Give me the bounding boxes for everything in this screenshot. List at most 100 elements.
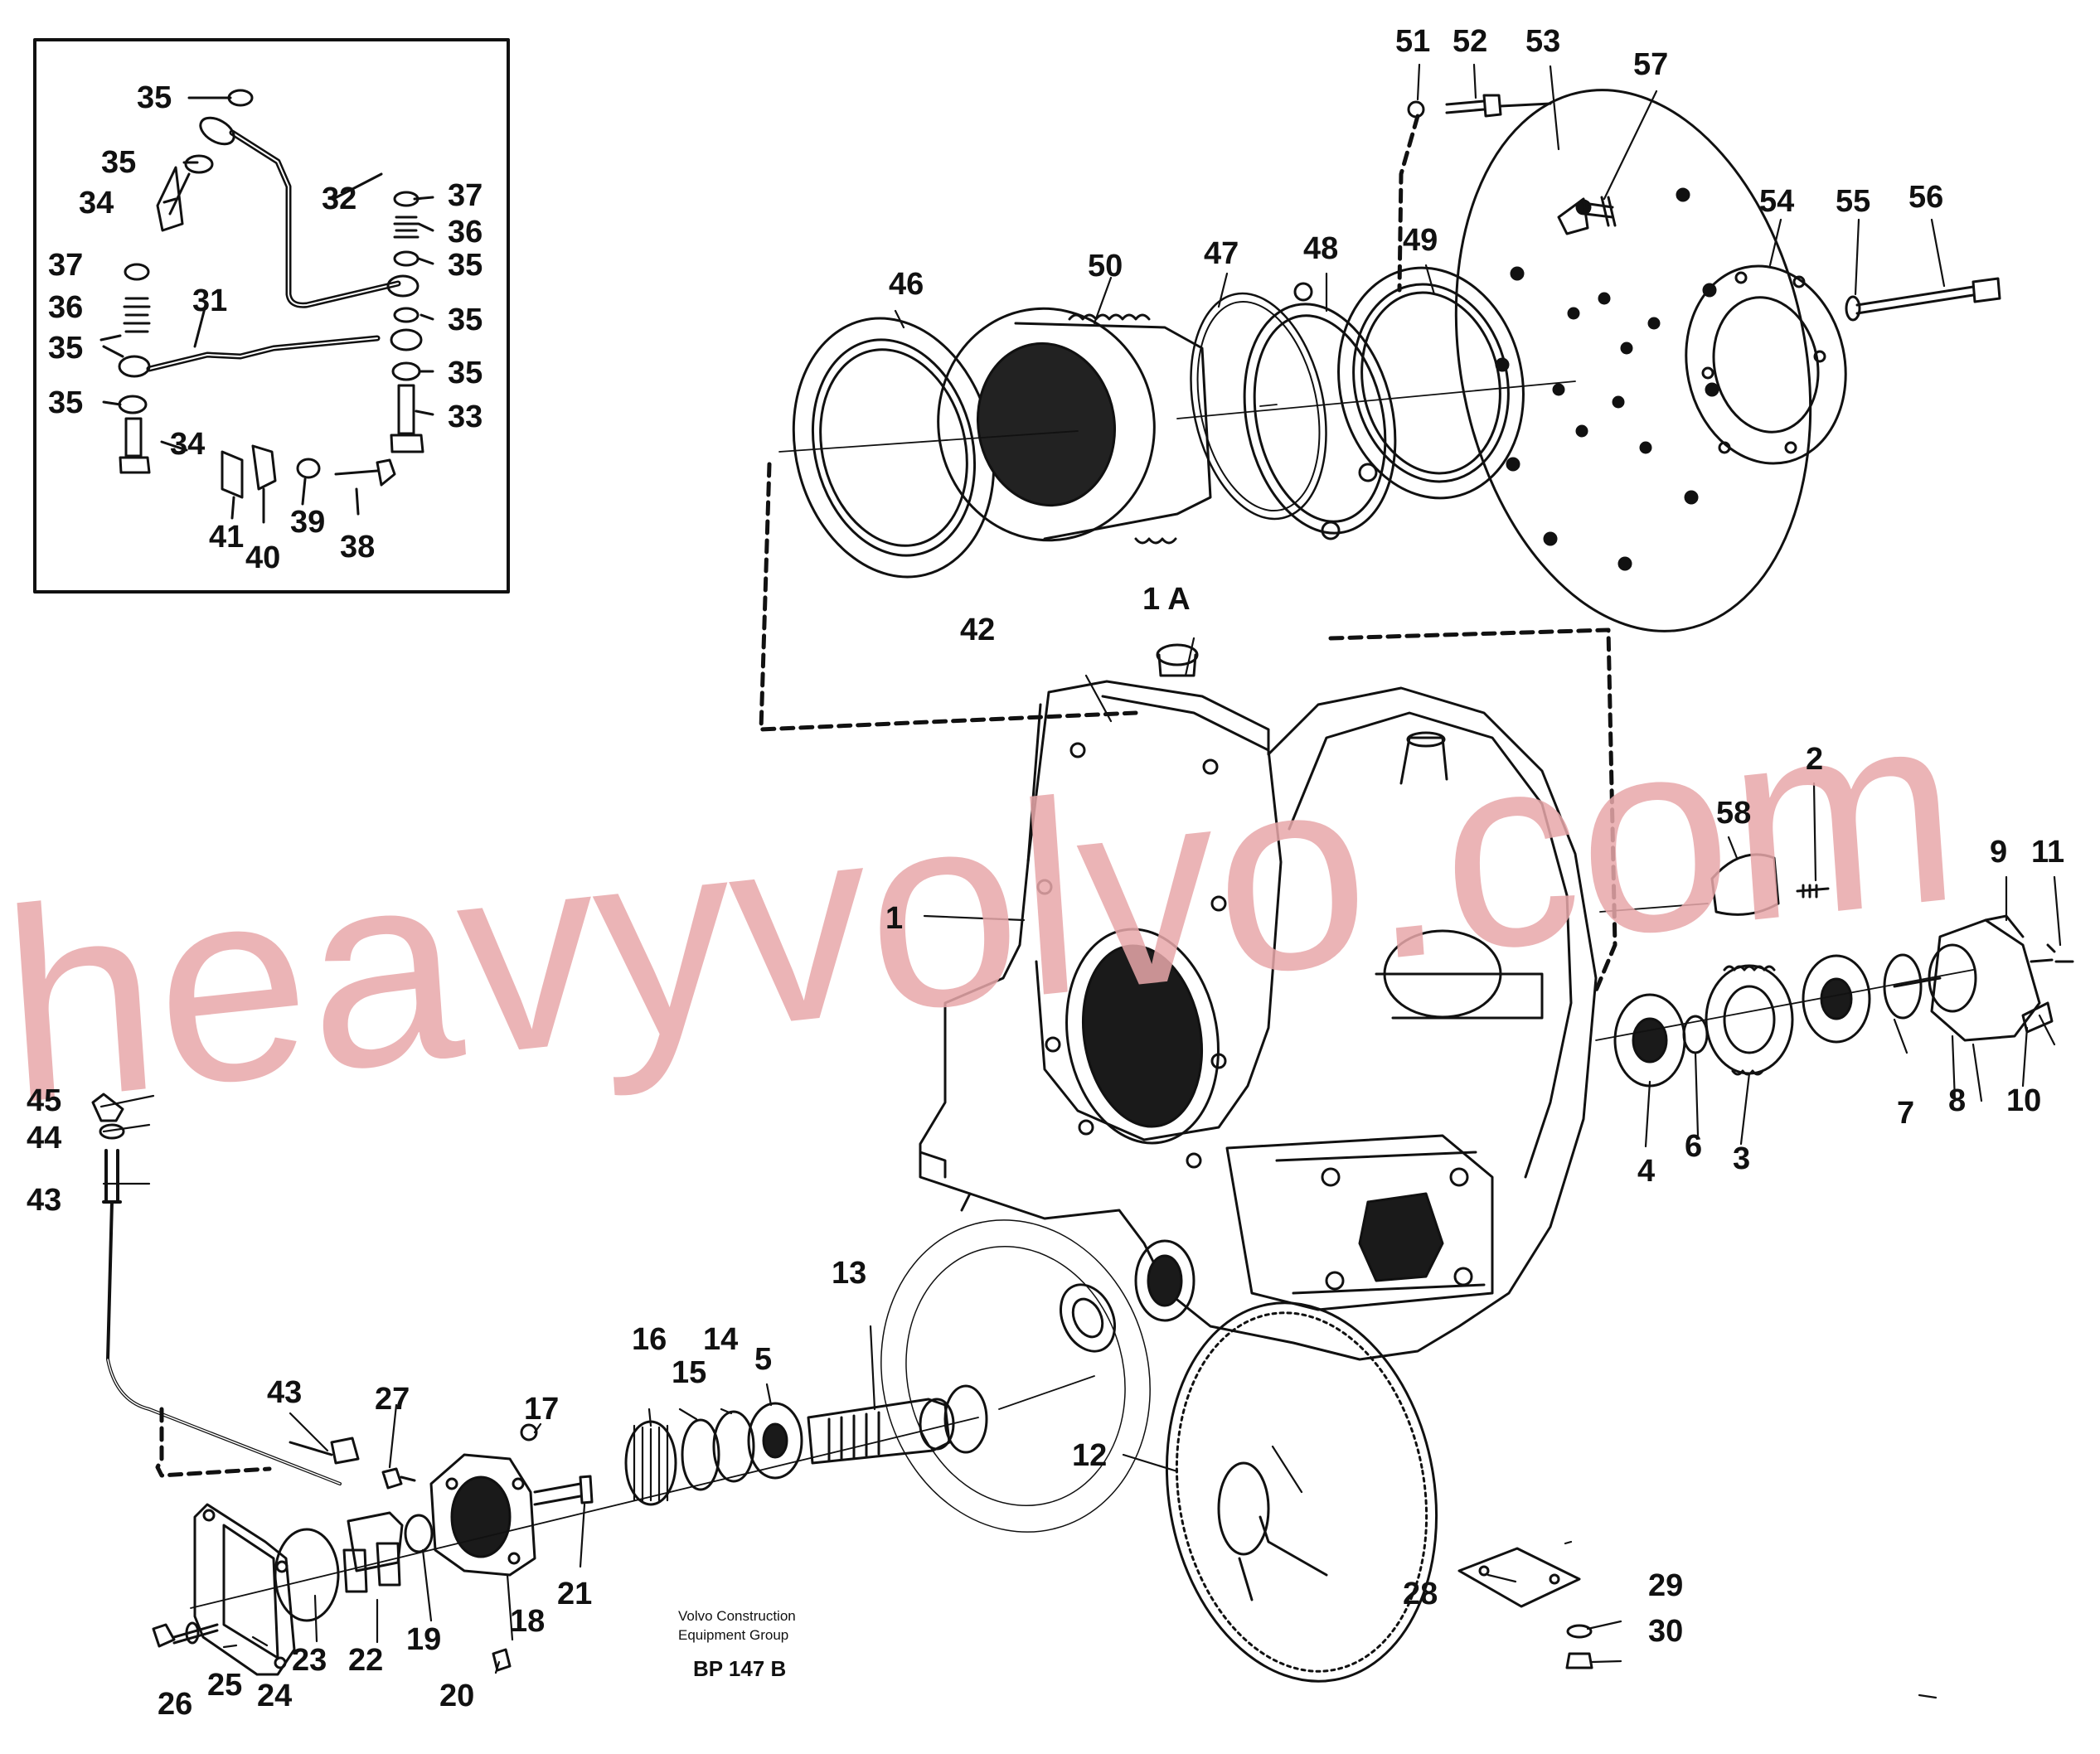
gear-12 bbox=[1165, 1301, 1438, 1683]
callout-20: 20 bbox=[439, 1679, 474, 1713]
washer-29 bbox=[1566, 1624, 1593, 1639]
cover-24 bbox=[193, 1503, 296, 1676]
screw-26 bbox=[152, 1623, 219, 1648]
callout-50: 50 bbox=[1088, 249, 1123, 283]
seal-49 bbox=[1337, 266, 1525, 500]
callout-36b: 36 bbox=[48, 290, 83, 325]
callout-7: 7 bbox=[1897, 1096, 1914, 1131]
callout-17: 17 bbox=[524, 1392, 559, 1427]
callout-6: 6 bbox=[1685, 1129, 1702, 1164]
callout-10: 10 bbox=[2006, 1083, 2041, 1118]
o-ring-47 bbox=[1190, 292, 1327, 521]
gear-3 bbox=[1705, 964, 1794, 1075]
callout-26: 26 bbox=[158, 1687, 192, 1722]
callout-44: 44 bbox=[27, 1121, 61, 1156]
callout-34a: 34 bbox=[79, 186, 114, 220]
callout-18: 18 bbox=[510, 1604, 545, 1639]
nut-30 bbox=[1565, 1652, 1593, 1669]
callout-53: 53 bbox=[1525, 24, 1560, 59]
spring-16 bbox=[633, 1424, 669, 1502]
callout-36a: 36 bbox=[448, 215, 483, 250]
nut-44 bbox=[99, 1123, 125, 1140]
callout-47: 47 bbox=[1204, 236, 1239, 271]
pipe-43 bbox=[102, 1149, 342, 1485]
callout-35c: 35 bbox=[448, 248, 483, 283]
bolt-56 bbox=[1855, 285, 1975, 315]
footer-org-line2: Equipment Group bbox=[678, 1627, 788, 1643]
callout-39: 39 bbox=[290, 505, 325, 540]
fitting-45 bbox=[91, 1093, 124, 1122]
ring-14 bbox=[712, 1410, 755, 1483]
callout-30: 30 bbox=[1648, 1614, 1683, 1649]
inset-detail-group bbox=[33, 38, 510, 594]
plate-28 bbox=[1457, 1547, 1581, 1608]
bolt-57 bbox=[1582, 196, 1617, 227]
bearing-5 bbox=[747, 1402, 803, 1480]
callout-34b: 34 bbox=[170, 427, 205, 462]
pump-parts-group bbox=[91, 1093, 1593, 1676]
callout-2: 2 bbox=[1806, 742, 1823, 777]
callout-38: 38 bbox=[340, 530, 375, 564]
callout-4: 4 bbox=[1637, 1154, 1655, 1189]
callout-19: 19 bbox=[406, 1622, 441, 1657]
callout-35d: 35 bbox=[448, 303, 483, 337]
callout-22: 22 bbox=[348, 1643, 383, 1678]
footer-ref: BP 147 B bbox=[693, 1656, 786, 1681]
retainer-48 bbox=[1243, 303, 1397, 535]
gears-22 bbox=[347, 1511, 404, 1572]
callout-51: 51 bbox=[1395, 24, 1430, 59]
callout-43a: 43 bbox=[27, 1183, 61, 1218]
flywheel-housing-group bbox=[880, 643, 1598, 1683]
callout-27: 27 bbox=[375, 1382, 410, 1417]
callout-48: 48 bbox=[1303, 231, 1338, 266]
callout-9: 9 bbox=[1990, 835, 2007, 870]
plug-20 bbox=[492, 1648, 512, 1672]
pulley-ghost bbox=[880, 1219, 1151, 1533]
callout-49: 49 bbox=[1403, 223, 1438, 258]
cap-58 bbox=[1710, 853, 1780, 916]
callout-8: 8 bbox=[1948, 1083, 1966, 1118]
callout-25: 25 bbox=[207, 1668, 242, 1703]
ring-17 bbox=[520, 1423, 538, 1441]
callout-42: 42 bbox=[960, 613, 995, 647]
inset-frame bbox=[33, 38, 510, 594]
washer-51 bbox=[1407, 100, 1425, 119]
washer-25 bbox=[185, 1621, 200, 1645]
callout-24: 24 bbox=[257, 1679, 292, 1713]
callout-35f: 35 bbox=[448, 356, 483, 390]
ring-15 bbox=[681, 1418, 720, 1491]
callout-14: 14 bbox=[703, 1322, 738, 1357]
bearing-housing-8 bbox=[1930, 918, 2041, 1042]
callout-31: 31 bbox=[192, 283, 227, 318]
callout-23: 23 bbox=[292, 1643, 327, 1678]
watermark-text: heavyvolvo.com bbox=[0, 651, 1967, 1163]
callout-35g: 35 bbox=[48, 385, 83, 420]
callout-3: 3 bbox=[1733, 1141, 1750, 1176]
pipe-32 bbox=[229, 129, 401, 308]
callout-57: 57 bbox=[1633, 47, 1668, 82]
callout-58: 58 bbox=[1716, 796, 1751, 831]
callout-55: 55 bbox=[1836, 184, 1870, 219]
callout-37a: 37 bbox=[448, 178, 483, 213]
callout-52: 52 bbox=[1453, 24, 1487, 59]
callout-32: 32 bbox=[322, 182, 356, 216]
callout-labels: 35 35 34 32 37 36 35 37 36 31 35 35 35 3… bbox=[27, 24, 2064, 1722]
callout-21: 21 bbox=[557, 1577, 592, 1611]
callout-43b: 43 bbox=[267, 1375, 302, 1410]
hub-gear-50 bbox=[937, 307, 1156, 542]
callout-28: 28 bbox=[1403, 1577, 1438, 1611]
callout-56: 56 bbox=[1908, 180, 1943, 215]
callout-16: 16 bbox=[632, 1322, 667, 1357]
callout-29: 29 bbox=[1648, 1568, 1683, 1603]
footer-org-line1: Volvo Construction bbox=[678, 1608, 796, 1624]
callout-33: 33 bbox=[448, 400, 483, 434]
callout-41: 41 bbox=[209, 520, 244, 555]
callout-37b: 37 bbox=[48, 248, 83, 283]
callout-12: 12 bbox=[1072, 1438, 1107, 1473]
bearing-7 bbox=[1802, 954, 1871, 1044]
callout-54: 54 bbox=[1759, 184, 1794, 219]
callout-40: 40 bbox=[245, 540, 280, 575]
callout-11: 11 bbox=[2031, 835, 2064, 870]
pipe-31 bbox=[146, 335, 381, 372]
